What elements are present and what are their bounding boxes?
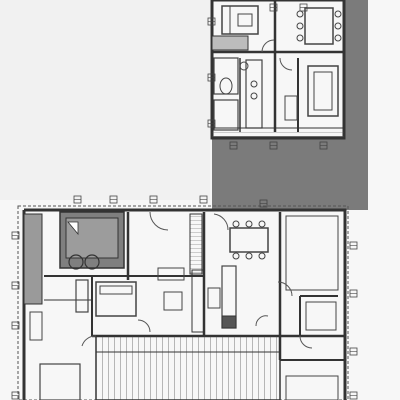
dark-block-bottom bbox=[212, 138, 368, 210]
lower-dining-table bbox=[229, 220, 269, 260]
lower-plan bbox=[17, 205, 349, 400]
upper-plan bbox=[210, 0, 368, 210]
lower-sofa bbox=[95, 267, 185, 317]
upper-bed bbox=[221, 5, 259, 35]
paper-shadow bbox=[0, 0, 210, 200]
upper-sofa bbox=[284, 65, 339, 121]
dimension-markers bbox=[11, 3, 358, 400]
lower-terrace-hatched bbox=[95, 335, 281, 400]
